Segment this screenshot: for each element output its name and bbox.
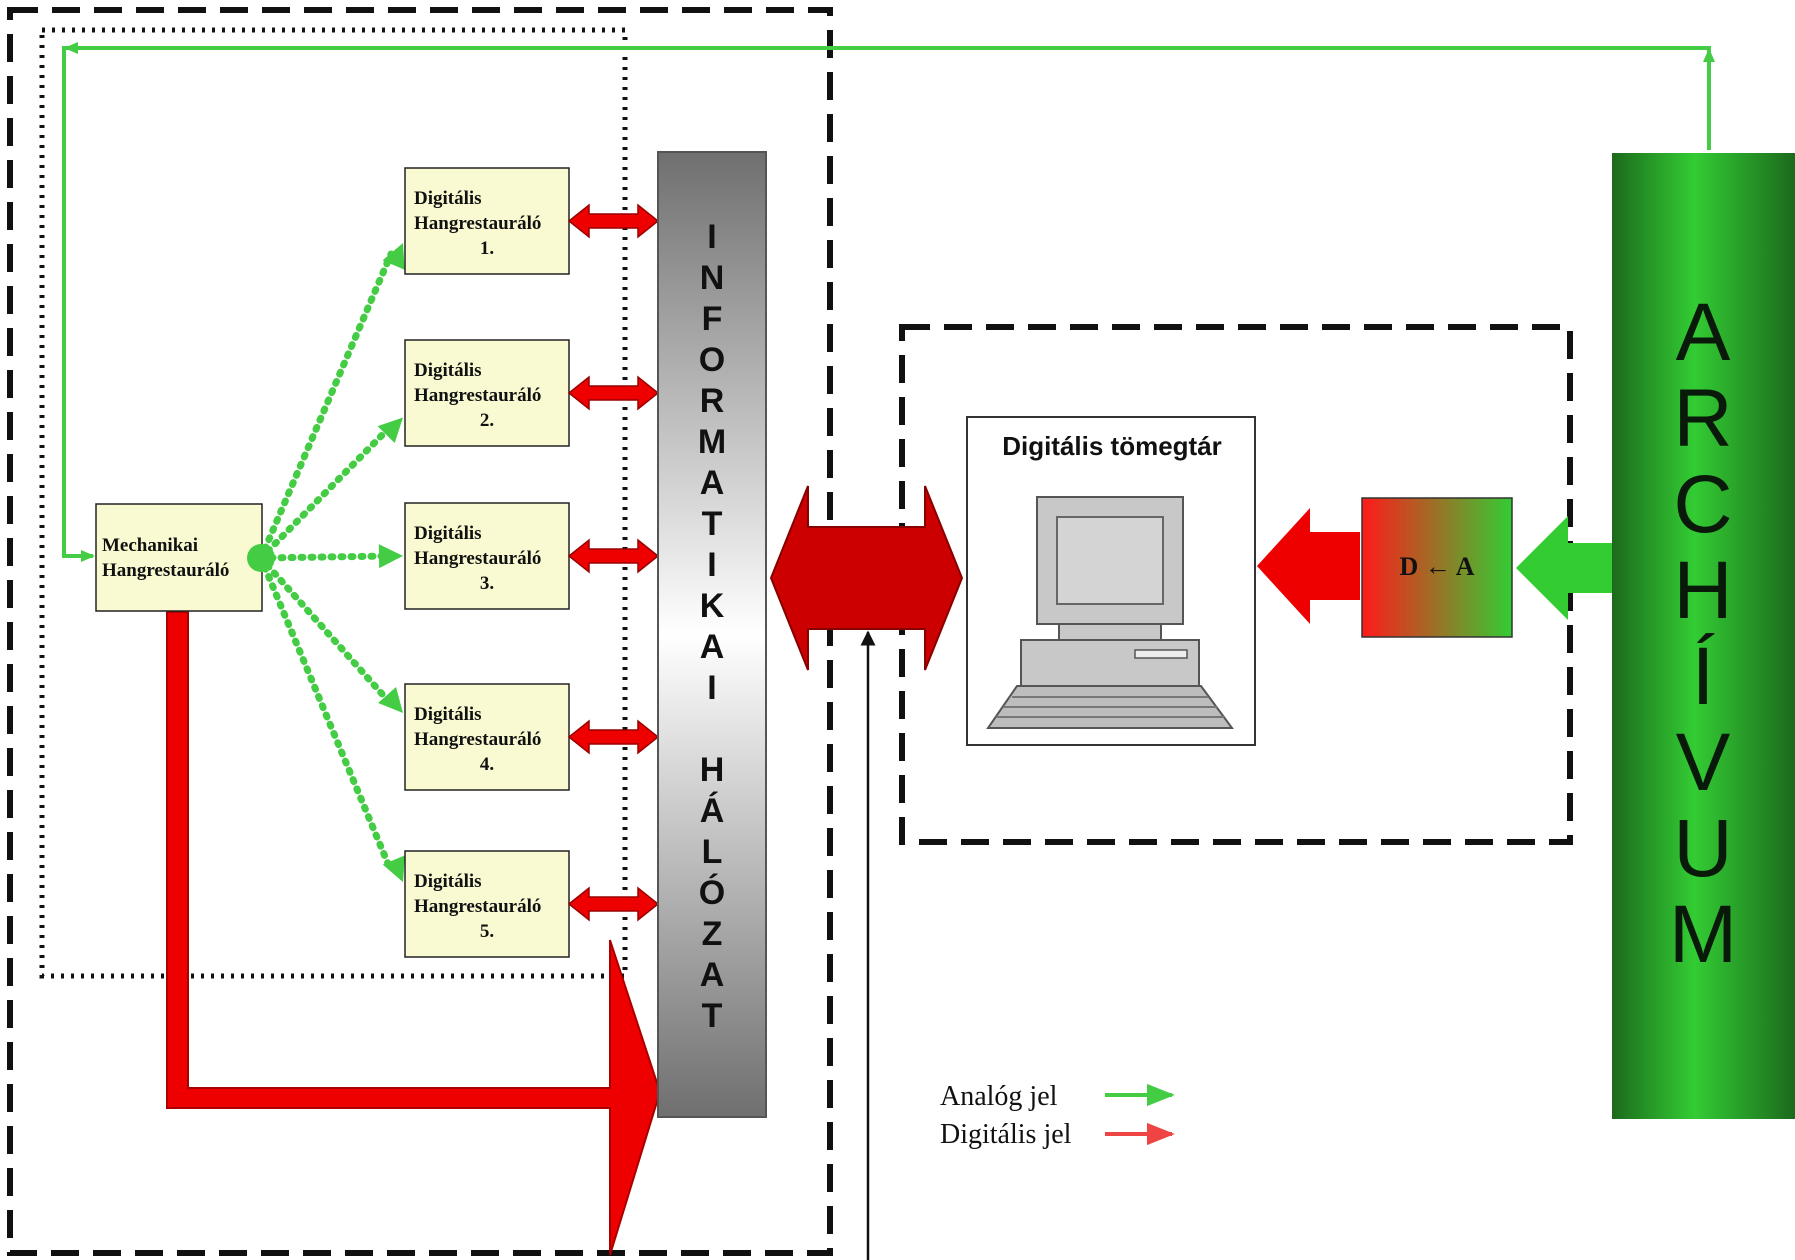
network-letter: T	[702, 997, 723, 1035]
converter-to-storage-arrow	[1257, 508, 1360, 624]
digital-restorer-line: Hangrestauráló	[414, 729, 541, 750]
digital-restorer-box	[404, 502, 570, 610]
digital-restorer-line: Digitális	[414, 360, 482, 381]
digital-restorer-line: Hangrestauráló	[414, 385, 541, 406]
network-letter: Ó	[699, 874, 725, 912]
analog-fanout-arrowhead	[378, 687, 403, 713]
analog-return-line	[62, 46, 1711, 558]
legend-digital-label: Digitális jel	[940, 1119, 1072, 1150]
analog-fanout-arrowhead	[382, 242, 405, 270]
analog-fanout-arrow	[257, 554, 395, 875]
archive-letter: Í	[1692, 631, 1715, 722]
digital-restorer-box	[404, 683, 570, 791]
mechanical-restorer-label: Mechanikai Hangrestauráló	[102, 535, 229, 581]
network-letter: A	[700, 628, 725, 666]
analog-fanout-arrowhead	[378, 544, 403, 569]
network-letter: K	[700, 587, 725, 625]
archive-letter: A	[1676, 287, 1731, 378]
network-letter: I	[707, 546, 716, 584]
legend: Analóg jel Digitális jel	[940, 1081, 1175, 1150]
digital-restorer-line: Digitális	[414, 871, 482, 892]
analog-fanout-arrow	[257, 250, 395, 562]
analog-arrowhead-up	[1703, 48, 1715, 62]
unit-network-link-arrow	[567, 538, 660, 574]
network-letter: O	[699, 341, 725, 379]
computer-icon	[986, 496, 1234, 729]
network-letter: A	[700, 464, 725, 502]
archive-to-converter-arrow	[1516, 516, 1614, 620]
archive-letter: M	[1669, 889, 1737, 980]
network-letter: I	[707, 669, 716, 707]
analog-fanout-arrow	[257, 554, 395, 708]
archive-letter: C	[1673, 459, 1732, 550]
analog-fanout-arrow	[257, 422, 395, 562]
digital-feed-arrow	[166, 611, 662, 1256]
digital-restorer-line: 5.	[480, 921, 494, 942]
unit-network-link-arrow	[567, 203, 660, 239]
analog-fanout-arrowhead	[377, 417, 403, 443]
network-letter: N	[700, 259, 725, 297]
digital-restorer-line: 4.	[480, 754, 494, 775]
mass-storage-title: Digitális tömegtár	[1002, 431, 1222, 461]
unit-network-link-arrow	[567, 375, 660, 411]
network-storage-link-arrow	[769, 485, 964, 671]
analog-arrowhead-left	[64, 42, 78, 54]
unit-network-link-arrow	[567, 886, 660, 922]
archive-letter: U	[1673, 803, 1732, 894]
digital-restorer-line: 2.	[480, 410, 494, 431]
archive-bar	[1612, 153, 1795, 1119]
digital-restorer-line: Hangrestauráló	[414, 548, 541, 569]
network-letter: H	[700, 751, 725, 789]
digital-restorer-line: Digitális	[414, 704, 482, 725]
network-letter: L	[702, 833, 723, 871]
network-letter: M	[698, 423, 726, 461]
analog-fanout-arrowhead	[382, 855, 405, 883]
archive-letter: R	[1673, 373, 1732, 464]
legend-analog-label: Analóg jel	[940, 1081, 1058, 1112]
digital-restorer-line: 1.	[480, 238, 494, 259]
analog-split-node	[247, 544, 275, 572]
da-converter-label: D ← A	[1399, 552, 1474, 581]
digital-restorer-line: Digitális	[414, 188, 482, 209]
mechanical-restorer-box	[95, 503, 263, 612]
digital-restorer-box	[404, 339, 570, 447]
network-letter: F	[702, 300, 723, 338]
analog-fanout-arrow	[257, 552, 395, 562]
digital-restorer-line: Digitális	[414, 523, 482, 544]
analog-arrowhead-right	[81, 550, 95, 562]
digital-restorer-line: Hangrestauráló	[414, 213, 541, 234]
digital-restorer-box	[404, 850, 570, 958]
restoration-group-frame	[39, 27, 628, 979]
workstation-region-frame	[7, 7, 833, 1256]
da-converter-box	[1361, 497, 1513, 638]
network-letter: A	[700, 956, 725, 994]
analog-fanout-group	[257, 242, 405, 883]
network-letter: I	[707, 218, 716, 256]
archive-letter: H	[1673, 545, 1732, 636]
digital-restorer-line: 3.	[480, 573, 494, 594]
informatics-network-bar	[657, 151, 767, 1118]
unit-network-link-arrow	[567, 719, 660, 755]
network-letter: Z	[702, 915, 723, 953]
network-letter: T	[702, 505, 723, 543]
digital-restorer-line: Hangrestauráló	[414, 896, 541, 917]
network-letter: R	[700, 382, 725, 420]
network-letter: Á	[700, 792, 725, 830]
archive-letter: V	[1676, 717, 1731, 808]
